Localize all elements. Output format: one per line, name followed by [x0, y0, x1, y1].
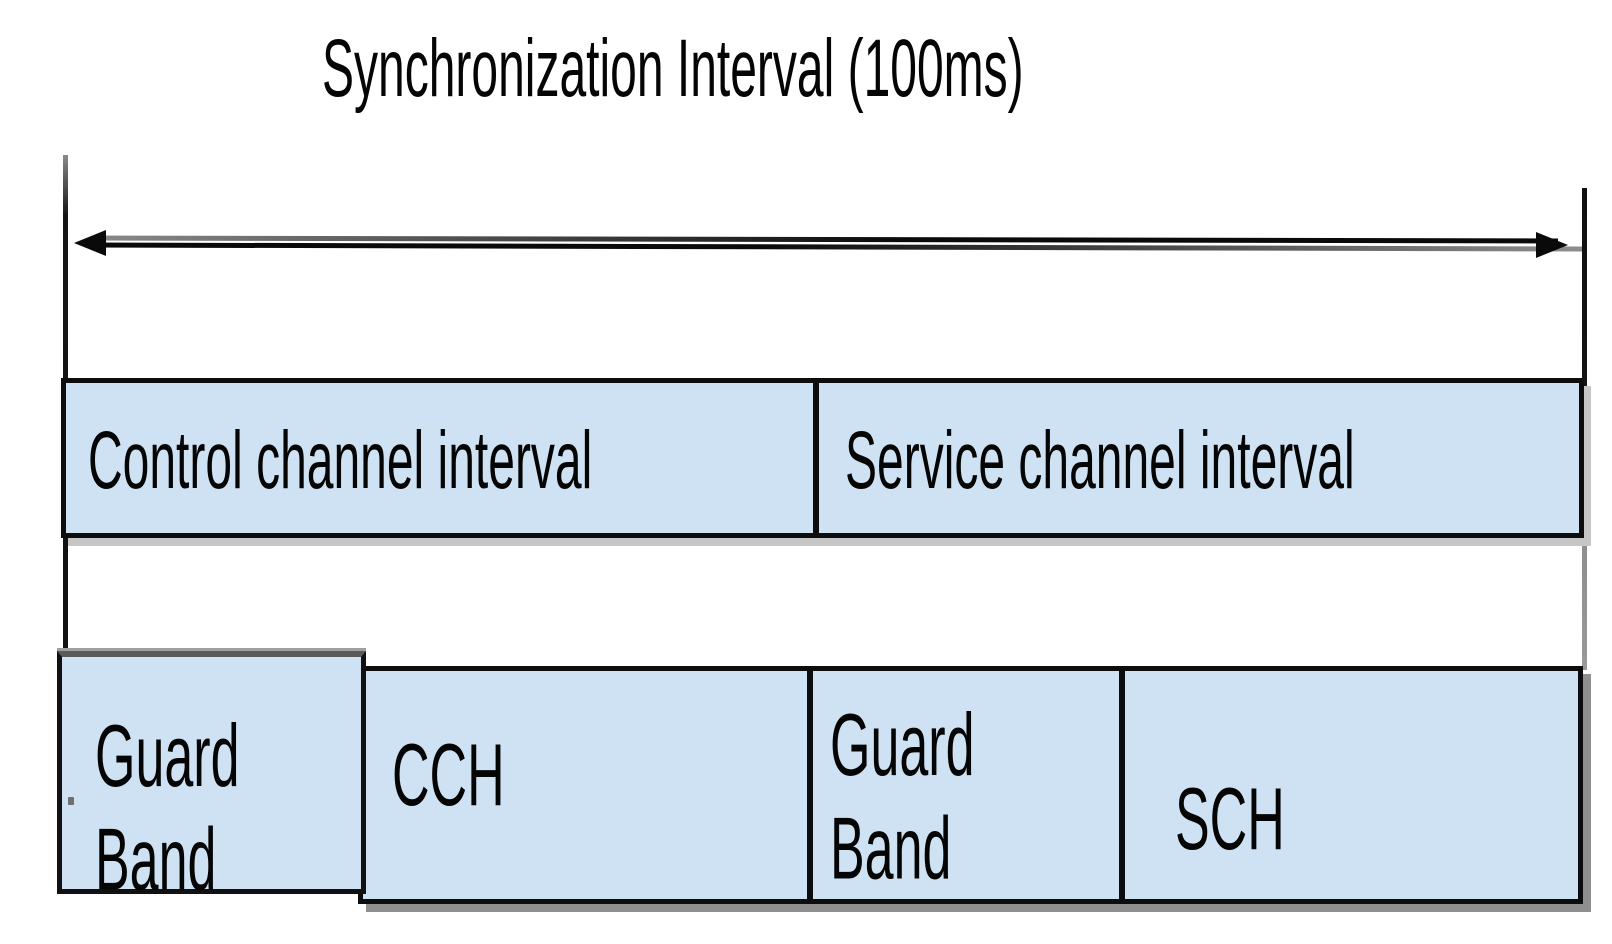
right-boundary-tick	[1582, 188, 1587, 670]
stray-dot	[68, 797, 74, 805]
guard-band-1-label: Guard Band	[95, 707, 240, 910]
cch-label: CCH	[392, 726, 505, 826]
guard-band-2-label: Guard Band	[830, 696, 975, 899]
service-channel-interval-label: Service channel interval	[845, 416, 1355, 507]
control-channel-interval-label: Control channel interval	[88, 416, 593, 507]
channel-divider-2	[1119, 669, 1125, 901]
arrowhead-left-icon	[74, 230, 106, 256]
channel-divider-1	[807, 669, 813, 901]
arrowhead-right-icon	[1536, 232, 1568, 258]
diagram-title: Synchronization Interval (100ms)	[322, 24, 1024, 115]
interval-row	[61, 378, 1584, 538]
interval-divider	[813, 381, 819, 535]
sch-label: SCH	[1175, 770, 1285, 870]
channel-row	[358, 666, 1583, 904]
guard-band-1-box	[57, 651, 366, 894]
